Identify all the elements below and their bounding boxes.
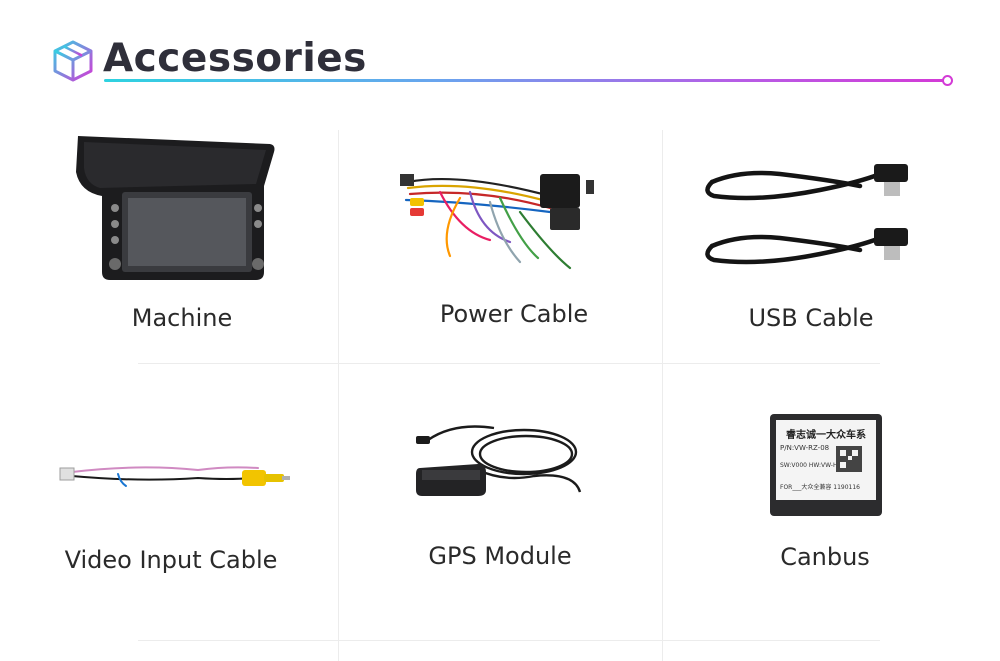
- accessory-item-usb-cable: USB Cable: [662, 110, 1000, 363]
- grid-divider-vertical-1: [338, 130, 339, 661]
- accessory-label: Video Input Cable: [64, 546, 278, 574]
- accessory-item-power-cable: Power Cable: [338, 110, 662, 363]
- canbus-box-icon: [770, 414, 882, 516]
- section-header: Accessories: [0, 0, 1000, 110]
- car-stereo-icon: [76, 136, 275, 280]
- page-title: Accessories: [103, 36, 367, 81]
- accessory-label: USB Cable: [748, 304, 874, 332]
- cube-icon: [53, 40, 93, 82]
- gps-antenna-icon: [416, 425, 582, 496]
- usb-cable-icon: [705, 164, 908, 265]
- grid-divider-horizontal-2: [138, 640, 880, 641]
- accessory-label: GPS Module: [428, 542, 572, 570]
- accessory-label: Canbus: [780, 543, 870, 571]
- canbus-label-line4: FOR___大众全兼容 1190116: [780, 484, 860, 491]
- accessory-label: Power Cable: [439, 300, 589, 328]
- canbus-label-line2: P/N:VW-RZ-08: [780, 444, 830, 452]
- grid-divider-vertical-2: [662, 130, 663, 661]
- accessory-item-video-input-cable: Video Input Cable: [0, 364, 338, 640]
- accessory-label: Machine: [131, 304, 233, 332]
- title-underline: [104, 79, 946, 82]
- accessory-item-gps-module: GPS Module: [338, 364, 662, 640]
- rca-cable-icon: [59, 466, 290, 487]
- accessory-item-canbus: 睿志诚一大众车系 P/N:VW-RZ-08 SW:V000 HW:VW-HC00…: [662, 364, 1000, 640]
- canbus-label-line1: 睿志诚一大众车系: [786, 430, 866, 441]
- accessory-item-machine: Machine: [0, 110, 338, 363]
- canbus-label-line3: SW:V000 HW:VW-HC00: [780, 462, 836, 469]
- title-underline-end-dot: [942, 75, 953, 86]
- grid-divider-horizontal-1: [138, 363, 880, 364]
- wiring-harness-icon: [400, 174, 594, 270]
